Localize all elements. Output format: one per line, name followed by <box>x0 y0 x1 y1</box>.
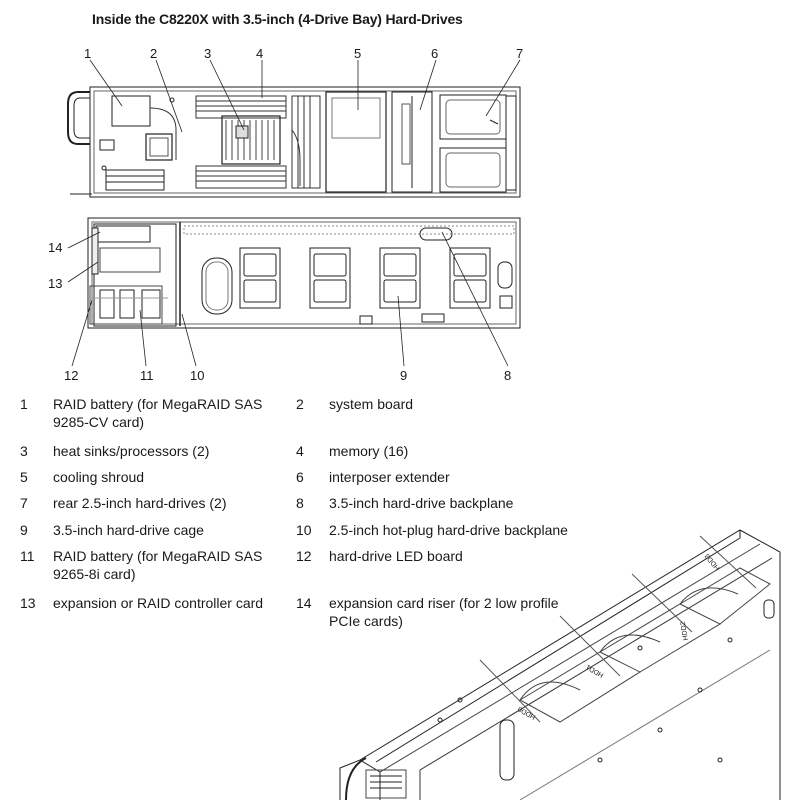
legend-text: RAID battery (for MegaRAID SAS 9265-8i c… <box>53 548 263 582</box>
legend-text: 2.5-inch hot-plug hard-drive backplane <box>329 522 568 538</box>
legend-number: 2 <box>296 396 304 412</box>
legend-number: 4 <box>296 443 304 459</box>
drive-label-hdd0: HDD0 <box>517 705 537 721</box>
callout-7: 7 <box>516 46 523 61</box>
callout-11: 11 <box>140 368 154 383</box>
callout-13: 13 <box>48 276 62 291</box>
legend-number: 1 <box>20 396 28 412</box>
legend-number: 5 <box>20 469 28 485</box>
drive-label-hdd2: HDD2 <box>680 621 690 641</box>
figure-title: Inside the C8220X with 3.5-inch (4-Drive… <box>92 11 463 27</box>
legend-text: expansion or RAID controller card <box>53 595 264 611</box>
callout-8: 8 <box>504 368 511 383</box>
callout-5: 5 <box>354 46 361 61</box>
callout-6: 6 <box>431 46 438 61</box>
callout-10: 10 <box>190 368 204 383</box>
callout-9: 9 <box>400 368 407 383</box>
callout-1: 1 <box>84 46 91 61</box>
legend-text: memory (16) <box>329 443 409 459</box>
legend-text: rear 2.5-inch hard-drives (2) <box>53 495 227 511</box>
legend-text: cooling shroud <box>53 469 145 485</box>
legend-text: RAID battery (for MegaRAID SAS 9285-CV c… <box>53 396 263 430</box>
legend-number: 13 <box>20 595 36 611</box>
legend-number: 8 <box>296 495 304 511</box>
legend-text: 3.5-inch hard-drive backplane <box>329 495 514 511</box>
legend-number: 12 <box>296 548 312 564</box>
callout-4: 4 <box>256 46 263 61</box>
legend-number: 11 <box>20 548 35 564</box>
legend-number: 7 <box>20 495 28 511</box>
legend-number: 6 <box>296 469 304 485</box>
legend-text: expansion card riser (for 2 low profile … <box>329 595 559 629</box>
legend-text: interposer extender <box>329 469 450 485</box>
legend-number: 10 <box>296 522 312 538</box>
callout-14: 14 <box>48 240 62 255</box>
callout-12: 12 <box>64 368 78 383</box>
legend-number: 9 <box>20 522 28 538</box>
callout-3: 3 <box>204 46 211 61</box>
legend-number: 14 <box>296 595 312 611</box>
legend-text: heat sinks/processors (2) <box>53 443 210 459</box>
raid-battery-1 <box>111 95 151 127</box>
legend-number: 3 <box>20 443 28 459</box>
heat-sink <box>221 115 281 165</box>
legend-text: 3.5-inch hard-drive cage <box>53 522 204 538</box>
drive-bays <box>239 247 491 309</box>
cooling-shroud <box>325 91 387 193</box>
legend-text: system board <box>329 396 414 412</box>
legend-text: hard-drive LED board <box>329 548 463 564</box>
callout-2: 2 <box>150 46 157 61</box>
